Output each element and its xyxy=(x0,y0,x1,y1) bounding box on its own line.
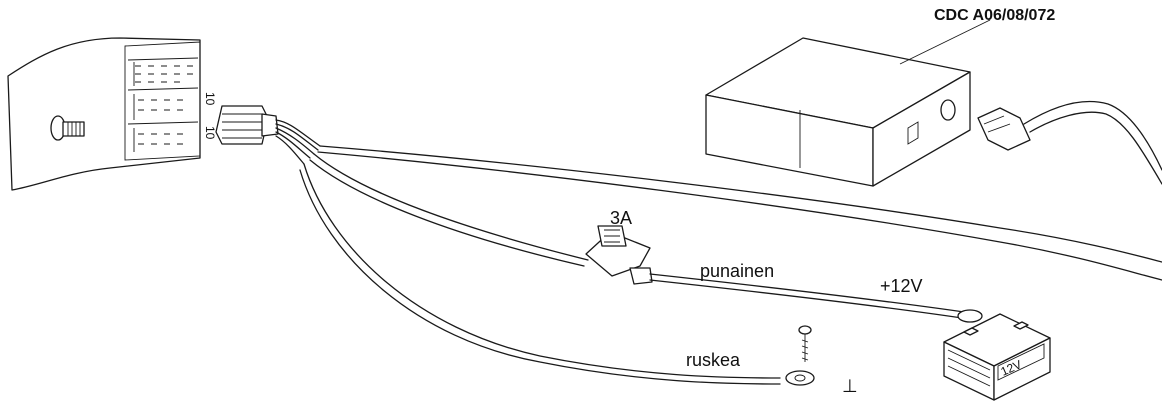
cdc-changer-unit xyxy=(705,19,1162,187)
fuse-rating-label: 3A xyxy=(610,208,632,228)
radio-head-unit: 10 10 xyxy=(7,37,217,191)
wire-harness xyxy=(275,119,1162,385)
positive-wire xyxy=(649,279,963,319)
adapter-plug xyxy=(215,105,279,145)
positive-wire-color-label: punainen xyxy=(700,261,774,281)
positive-voltage-label: +12V xyxy=(880,276,923,296)
ring-terminal-icon xyxy=(957,309,983,323)
mounting-bolt-icon xyxy=(50,115,85,141)
ground-wire-color-label: ruskea xyxy=(686,350,741,370)
fuse-holder-icon xyxy=(585,225,653,285)
positive-wire xyxy=(649,273,965,313)
device-model-label: CDC A06/08/072 xyxy=(934,7,1055,24)
connector-pin-label: 10 xyxy=(203,126,217,140)
battery-icon xyxy=(943,313,1051,401)
ground-screw-icon xyxy=(785,325,815,386)
ground-symbol: ⊥ xyxy=(842,376,858,396)
connector-pin-label: 10 xyxy=(203,92,217,106)
